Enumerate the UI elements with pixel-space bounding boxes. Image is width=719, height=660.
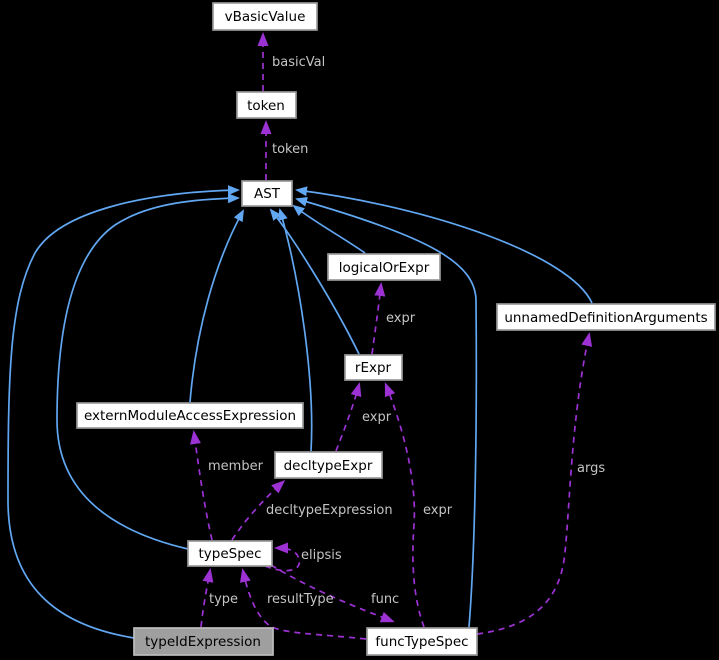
usage-edge-args <box>476 332 593 635</box>
node-externModuleAccessExpression[interactable]: externModuleAccessExpression <box>76 402 304 429</box>
svg-text:AST: AST <box>254 186 281 202</box>
svg-text:externModuleAccessExpression: externModuleAccessExpression <box>84 408 296 424</box>
svg-text:typeSpec: typeSpec <box>198 546 261 562</box>
edge-label-token: token <box>272 142 308 157</box>
edge-label-args: args <box>577 461 605 476</box>
svg-text:rExpr: rExpr <box>355 360 392 376</box>
node-token[interactable]: token <box>236 91 297 119</box>
edge-label-expr-2: expr <box>362 410 392 425</box>
svg-text:vBasicValue: vBasicValue <box>225 9 306 25</box>
inheritance-edge-decltypeExpr-AST <box>277 208 313 452</box>
svg-text:token: token <box>247 98 285 114</box>
usage-edge-member <box>190 430 213 541</box>
inheritance-edge-typeIdExpression-AST <box>7 185 240 639</box>
node-AST[interactable]: AST <box>241 180 293 207</box>
usage-edge-func <box>270 564 395 623</box>
node-typeIdExpression[interactable]: typeIdExpression <box>133 627 274 656</box>
edge-label-resultType: resultType <box>267 592 334 607</box>
usage-edge-resultType <box>239 568 367 640</box>
edge-label-basicVal: basicVal <box>272 55 325 70</box>
usage-edge-expr-decltypeExpr-rExpr <box>335 382 362 452</box>
svg-text:funcTypeSpec: funcTypeSpec <box>375 634 468 650</box>
usage-edge-decltypeExpression <box>231 479 286 541</box>
svg-text:unnamedDefinitionArguments: unnamedDefinitionArguments <box>504 310 707 326</box>
usage-edge-expr-funcTypeSpec-rExpr <box>384 382 425 628</box>
inheritance-edge-externModuleAccessExpression-AST <box>189 209 244 403</box>
edge-label-elipsis: elipsis <box>301 548 342 563</box>
node-vBasicValue[interactable]: vBasicValue <box>212 2 318 31</box>
edge-label-decltypeExpression: decltypeExpression <box>266 503 393 518</box>
edge-label-expr-3: expr <box>423 503 453 518</box>
inheritance-edge-unnamedDefinitionArguments-AST <box>295 186 593 304</box>
node-decltypeExpr[interactable]: decltypeExpr <box>274 451 383 479</box>
edge-label-expr-1: expr <box>386 311 416 326</box>
edge-labels: basicVal token expr expr expr member dec… <box>208 55 605 607</box>
usage-edge-type <box>200 568 214 628</box>
node-unnamedDefinitionArguments[interactable]: unnamedDefinitionArguments <box>496 303 716 331</box>
edge-label-type: type <box>209 592 238 607</box>
inheritance-edge-rExpr-AST <box>269 208 360 355</box>
usage-edge-expr-rExpr-logicalOrExpr <box>371 282 386 355</box>
node-logicalOrExpr[interactable]: logicalOrExpr <box>327 253 441 281</box>
inheritance-edges <box>7 185 593 639</box>
svg-text:typeIdExpression: typeIdExpression <box>145 634 261 650</box>
inheritance-edge-funcTypeSpec-AST <box>295 196 478 628</box>
node-funcTypeSpec[interactable]: funcTypeSpec <box>366 627 478 656</box>
svg-text:decltypeExpr: decltypeExpr <box>284 458 373 474</box>
inheritance-edge-logicalOrExpr-AST <box>292 204 366 254</box>
nodes: vBasicValue token AST logicalOrExpr unna… <box>76 2 716 656</box>
svg-text:logicalOrExpr: logicalOrExpr <box>339 260 430 276</box>
usage-edge-elipsis-self-loop <box>264 542 301 572</box>
inheritance-edge-typeSpec-AST <box>56 193 240 550</box>
node-typeSpec[interactable]: typeSpec <box>187 540 273 567</box>
usage-edges <box>190 32 593 640</box>
node-rExpr[interactable]: rExpr <box>344 354 403 381</box>
edge-label-func: func <box>371 592 399 607</box>
edge-label-member: member <box>208 459 264 474</box>
